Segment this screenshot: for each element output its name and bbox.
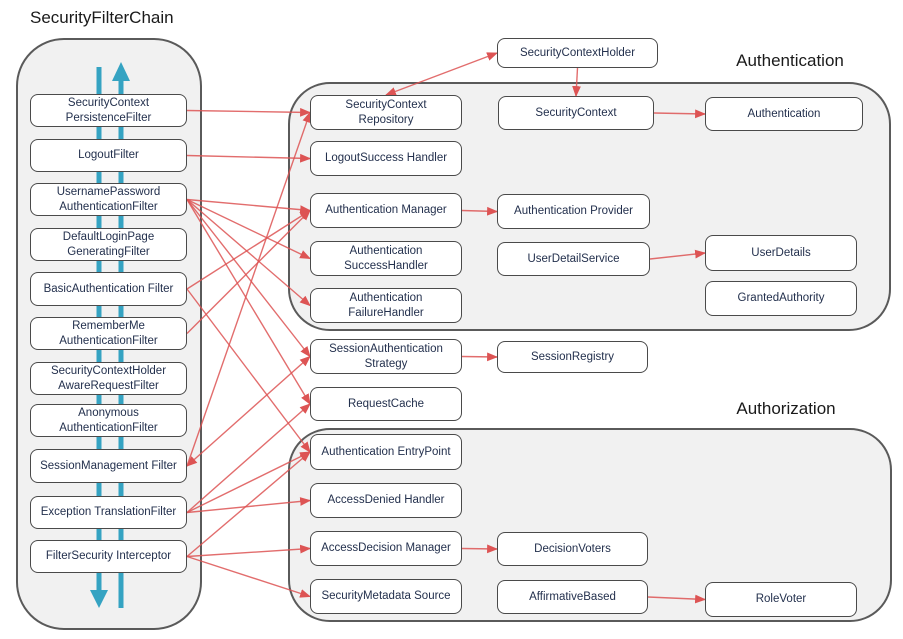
node-username-password-authentication-filter: UsernamePassword AuthenticationFilter <box>30 183 187 216</box>
edge-smf-to-sas <box>186 355 311 467</box>
node-security-context-holder-aware-request-filter: SecurityContextHolder AwareRequestFilter <box>30 362 187 395</box>
node-access-denied-handler: AccessDenied Handler <box>310 483 462 518</box>
node-session-registry: SessionRegistry <box>497 341 648 373</box>
node-user-details: UserDetails <box>705 235 857 271</box>
node-authentication-provider: Authentication Provider <box>497 194 650 229</box>
node-logout-filter: LogoutFilter <box>30 139 187 172</box>
authorization-group-label: Authorization <box>736 399 836 418</box>
node-request-cache: RequestCache <box>310 387 462 421</box>
edge-sas-to-sreg <box>461 352 499 362</box>
node-security-context-holder: SecurityContextHolder <box>497 38 658 68</box>
chain-title: SecurityFilterChain <box>30 8 174 27</box>
node-authentication-success-handler: Authentication SuccessHandler <box>310 241 462 276</box>
node-user-detail-service: UserDetailService <box>497 242 650 276</box>
node-security-metadata-source: SecurityMetadata Source <box>310 579 462 614</box>
node-authentication-entry-point: Authentication EntryPoint <box>310 434 462 470</box>
node-security-context-persistence-filter: SecurityContext PersistenceFilter <box>30 94 187 127</box>
node-logout-success-handler: LogoutSuccess Handler <box>310 141 462 176</box>
node-security-context-repository: SecurityContext Repository <box>310 95 462 130</box>
node-filter-security-interceptor: FilterSecurity Interceptor <box>30 540 187 573</box>
node-session-management-filter: SessionManagement Filter <box>30 449 187 483</box>
node-access-decision-manager: AccessDecision Manager <box>310 531 462 566</box>
node-authentication: Authentication <box>705 97 863 131</box>
node-affirmative-based: AffirmativeBased <box>497 580 648 614</box>
edge-baf-to-aep <box>186 288 311 453</box>
node-security-context: SecurityContext <box>498 96 654 130</box>
node-session-authentication-strategy: SessionAuthentication Strategy <box>310 339 462 374</box>
node-remember-me-authentication-filter: RememberMe AuthenticationFilter <box>30 317 187 350</box>
node-anonymous-authentication-filter: Anonymous AuthenticationFilter <box>30 404 187 437</box>
authentication-group-label: Authentication <box>736 51 844 70</box>
node-authentication-failure-handler: Authentication FailureHandler <box>310 288 462 323</box>
node-role-voter: RoleVoter <box>705 582 857 617</box>
node-default-login-page-generating-filter: DefaultLoginPage GeneratingFilter <box>30 228 187 261</box>
node-basic-authentication-filter: BasicAuthentication Filter <box>30 272 187 306</box>
node-decision-voters: DecisionVoters <box>497 532 648 566</box>
node-granted-authority: GrantedAuthority <box>705 281 857 316</box>
node-authentication-manager: Authentication Manager <box>310 193 462 228</box>
node-exception-translation-filter: Exception TranslationFilter <box>30 496 187 529</box>
